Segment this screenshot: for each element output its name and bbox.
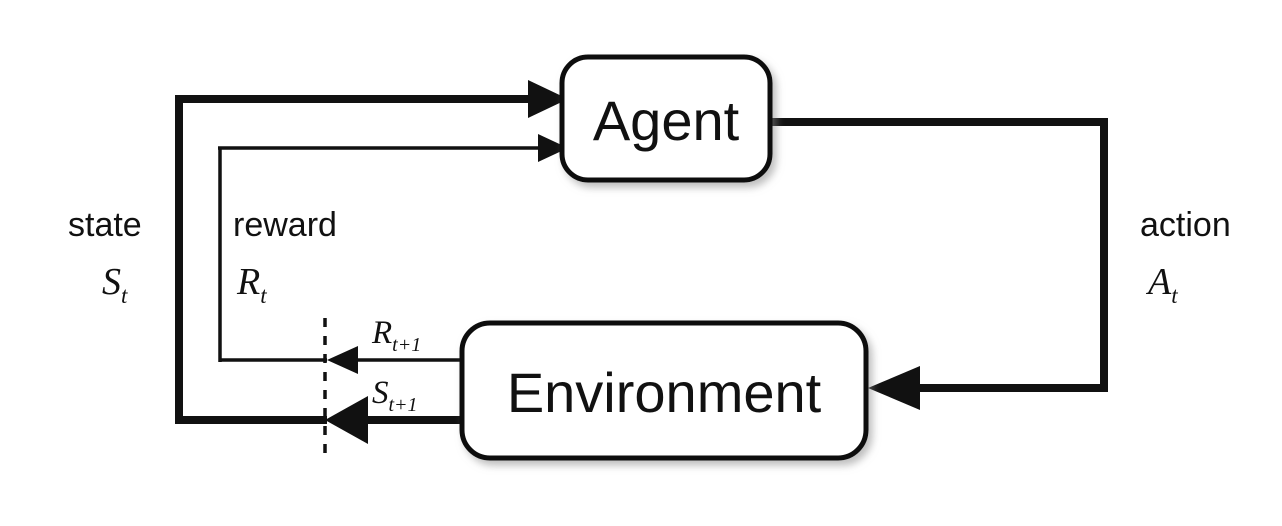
reward-symbol-label: Rt <box>236 261 267 308</box>
state-arrowhead <box>528 80 568 118</box>
reward-arrowhead <box>538 134 568 162</box>
state-word-label: state <box>68 206 142 244</box>
environment-box[interactable] <box>459 320 869 461</box>
label-state: state St <box>68 206 142 308</box>
label-next-reward: Rt+1 <box>371 315 421 356</box>
next-reward-subscript-glyph: t+1 <box>392 334 421 356</box>
next-state-symbol-glyph: S <box>372 375 389 411</box>
next-reward-symbol-glyph: R <box>371 315 392 351</box>
state-symbol-glyph: S <box>102 261 121 303</box>
next-state-subscript-glyph: t+1 <box>389 394 418 416</box>
edge-next-reward <box>327 346 463 374</box>
action-symbol-label: At <box>1145 261 1178 308</box>
action-symbol-glyph: A <box>1145 261 1172 303</box>
edge-action-to-environment <box>770 118 1108 410</box>
next-reward-arrowhead <box>327 346 358 374</box>
reward-subscript-glyph: t <box>260 283 267 308</box>
agent-box[interactable] <box>559 54 773 183</box>
edge-next-state <box>325 396 463 444</box>
action-arrowhead <box>868 366 920 410</box>
agent-label: Agent <box>593 89 740 152</box>
action-word-label: action <box>1140 206 1231 244</box>
state-subscript-glyph: t <box>121 283 128 308</box>
state-symbol-label: St <box>102 261 128 308</box>
node-agent[interactable]: Agent <box>559 54 773 183</box>
node-environment[interactable]: Environment <box>459 320 869 461</box>
reward-symbol-glyph: R <box>236 261 260 303</box>
label-reward: reward Rt <box>233 206 337 308</box>
label-next-state: St+1 <box>372 375 418 416</box>
reward-word-label: reward <box>233 206 337 244</box>
action-subscript-glyph: t <box>1171 283 1178 308</box>
edge-state-to-agent <box>175 80 568 424</box>
label-action: action At <box>1140 206 1231 308</box>
next-state-arrowhead <box>325 396 368 444</box>
edge-reward-to-agent <box>218 134 568 362</box>
environment-label: Environment <box>507 361 822 424</box>
